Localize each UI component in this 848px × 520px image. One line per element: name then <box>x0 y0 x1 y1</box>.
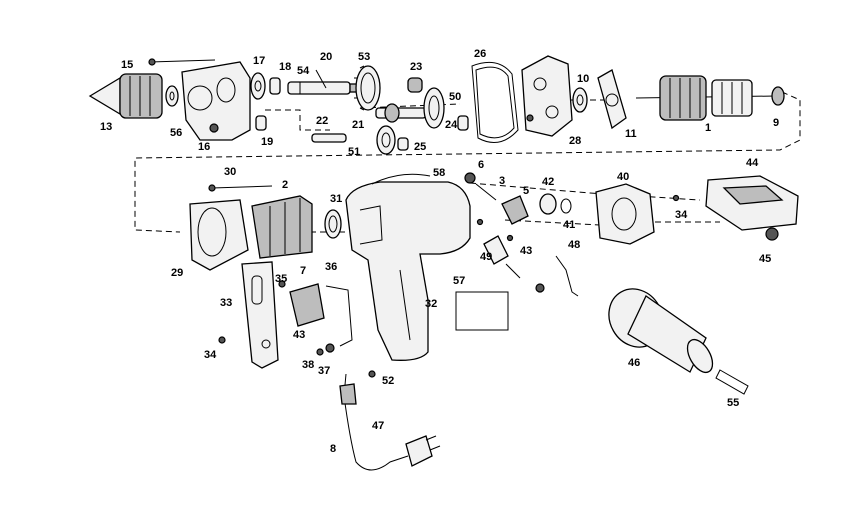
bearing-24-25 <box>397 115 469 151</box>
callout-53: 53 <box>358 51 370 63</box>
callout-29: 29 <box>171 267 183 279</box>
ring-31 <box>324 209 342 239</box>
callout-16: 16 <box>198 141 210 153</box>
callout-54: 54 <box>297 65 310 77</box>
callout-18: 18 <box>279 61 291 73</box>
callout-35: 35 <box>275 273 287 285</box>
callout-36: 36 <box>325 261 337 273</box>
callout-51: 51 <box>348 146 360 158</box>
callout-48: 48 <box>568 239 580 251</box>
callout-28: 28 <box>569 135 581 147</box>
callout-25: 25 <box>414 141 426 153</box>
chuck-part <box>88 73 163 119</box>
callout-52: 52 <box>382 375 394 387</box>
bearing-parts <box>250 72 281 131</box>
end-cap-part <box>595 183 680 245</box>
callout-49: 49 <box>480 251 492 263</box>
spindle-part <box>287 69 361 95</box>
callout-15: 15 <box>121 59 133 71</box>
callout-1: 1 <box>705 122 711 134</box>
callout-13: 13 <box>100 121 112 133</box>
motor-housing-part <box>345 173 471 361</box>
callout-38: 38 <box>302 359 314 371</box>
callout-31: 31 <box>330 193 342 205</box>
callout-17: 17 <box>253 55 265 67</box>
d-handle-part <box>705 175 799 241</box>
callout-34: 34 <box>204 349 217 361</box>
gear-case-part <box>181 61 251 141</box>
callout-55: 55 <box>727 397 739 409</box>
callout-56: 56 <box>170 127 182 139</box>
callout-9: 9 <box>773 117 779 129</box>
callout-21: 21 <box>352 119 364 131</box>
callout-57: 57 <box>453 275 465 287</box>
callout-34: 34 <box>675 209 688 221</box>
callout-5: 5 <box>523 185 529 197</box>
gasket-part <box>471 61 519 143</box>
side-handle-part <box>608 288 749 395</box>
callout-43: 43 <box>293 329 305 341</box>
callout-3: 3 <box>499 175 505 187</box>
callout-20: 20 <box>320 51 332 63</box>
spring-48 <box>555 255 579 297</box>
nameplate-part <box>455 291 509 331</box>
screw-30 <box>208 184 273 192</box>
callout-46: 46 <box>628 357 640 369</box>
callout-2: 2 <box>282 179 288 191</box>
chuck-key-part <box>148 58 216 66</box>
callout-22: 22 <box>316 115 328 127</box>
callout-24: 24 <box>445 119 458 131</box>
armature-part <box>635 75 777 121</box>
callout-32: 32 <box>425 298 437 310</box>
callout-11: 11 <box>625 128 637 140</box>
callout-26: 26 <box>474 48 486 60</box>
callout-58: 58 <box>433 167 445 179</box>
callout-10: 10 <box>577 73 589 85</box>
callout-7: 7 <box>300 265 306 277</box>
gear-51 <box>376 125 396 155</box>
small-screws <box>218 218 514 378</box>
callout-30: 30 <box>224 166 236 178</box>
bushing-23 <box>407 77 423 93</box>
callout-44: 44 <box>746 157 759 169</box>
callout-23: 23 <box>410 61 422 73</box>
callout-47: 47 <box>372 420 384 432</box>
callout-45: 45 <box>759 253 771 265</box>
field-housing-part <box>189 199 249 271</box>
callout-33: 33 <box>220 297 232 309</box>
callout-41: 41 <box>563 219 575 231</box>
gear-50 <box>423 87 445 129</box>
bearing-10 <box>572 87 588 113</box>
field-part <box>251 195 313 259</box>
callout-37: 37 <box>318 365 330 377</box>
callout-42: 42 <box>542 176 554 188</box>
power-cord-part <box>339 373 441 471</box>
callout-40: 40 <box>617 171 629 183</box>
gear-housing-part <box>521 55 573 137</box>
callout-19: 19 <box>261 136 273 148</box>
baffle-part <box>597 69 627 130</box>
callout-8: 8 <box>330 443 336 455</box>
washer-56 <box>165 85 179 107</box>
callout-6: 6 <box>478 159 484 171</box>
bearing-42-41 <box>539 193 572 215</box>
callout-43: 43 <box>520 245 532 257</box>
callout-50: 50 <box>449 91 461 103</box>
gear-53 <box>354 65 381 111</box>
bearing-9 <box>771 86 785 106</box>
handle-half-part <box>241 261 279 369</box>
brush-holder-part <box>464 172 545 293</box>
switch-part <box>278 280 353 347</box>
intermediate-shaft <box>311 103 427 143</box>
